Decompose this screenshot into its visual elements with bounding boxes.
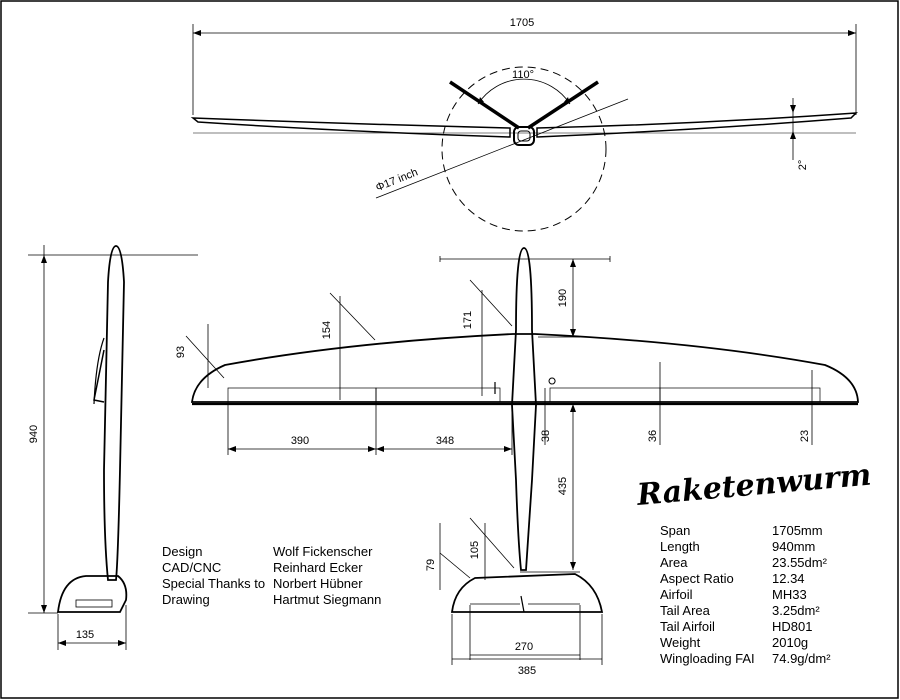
spec-label: Span [660, 523, 690, 538]
dim-vtail-angle: 110° [512, 69, 534, 81]
top-view [185, 247, 859, 665]
dim-wing-to-tail: 435 [557, 477, 569, 495]
credit-role: Special Thanks to [162, 576, 265, 591]
dim-nose-to-le: 190 [557, 289, 569, 307]
spec-label: Length [660, 539, 700, 554]
spec-value: HD801 [772, 619, 812, 634]
dim-tail-chord-tip: 79 [425, 559, 437, 571]
spec-value: 3.25dm² [772, 603, 820, 618]
spec-value: 1705mm [772, 523, 823, 538]
credit-role: Drawing [162, 592, 210, 607]
spec-value: 74.9g/dm² [772, 651, 831, 666]
spec-value: 2010g [772, 635, 808, 650]
dim-wing-chord-tip: 93 [175, 346, 187, 358]
dim-span: 1705 [510, 17, 534, 29]
spec-label: Aspect Ratio [660, 571, 734, 586]
dim-tail-inner: 270 [515, 641, 533, 653]
credit-name: Reinhard Ecker [273, 560, 363, 575]
credit-role: Design [162, 544, 202, 559]
spec-label: Weight [660, 635, 701, 650]
side-view [28, 245, 198, 650]
dim-panel-inner: 348 [436, 435, 454, 447]
credits-block: Design Wolf Fickenscher CAD/CNC Reinhard… [162, 544, 381, 607]
dim-wing-chord-root: 171 [462, 311, 474, 329]
dim-flap-mid: 36 [647, 430, 659, 442]
front-view [190, 24, 858, 232]
dim-length: 940 [28, 425, 40, 443]
dim-dihedral: 2° [797, 160, 809, 171]
dim-side-tail: 135 [76, 629, 94, 641]
spec-label: Wingloading FAI [660, 651, 755, 666]
spec-label: Tail Airfoil [660, 619, 715, 634]
credit-name: Hartmut Siegmann [273, 592, 381, 607]
spec-value: 12.34 [772, 571, 805, 586]
spec-value: MH33 [772, 587, 807, 602]
dim-tail-span: 385 [518, 665, 536, 677]
spec-label: Tail Area [660, 603, 711, 618]
dim-flap-root: 38 [540, 430, 552, 442]
spec-label: Area [660, 555, 688, 570]
spec-value: 23.55dm² [772, 555, 828, 570]
dim-wing-chord-mid: 154 [321, 321, 333, 339]
dim-tail-chord-root: 105 [469, 541, 481, 559]
credit-name: Wolf Fickenscher [273, 544, 373, 559]
specs-table: Span 1705mm Length 940mm Area 23.55dm² A… [660, 523, 831, 666]
spec-label: Airfoil [660, 587, 693, 602]
dim-flap-tip: 23 [799, 430, 811, 442]
dim-panel-outer: 390 [291, 435, 309, 447]
credit-role: CAD/CNC [162, 560, 221, 575]
credit-name: Norbert Hübner [273, 576, 363, 591]
spec-value: 940mm [772, 539, 815, 554]
